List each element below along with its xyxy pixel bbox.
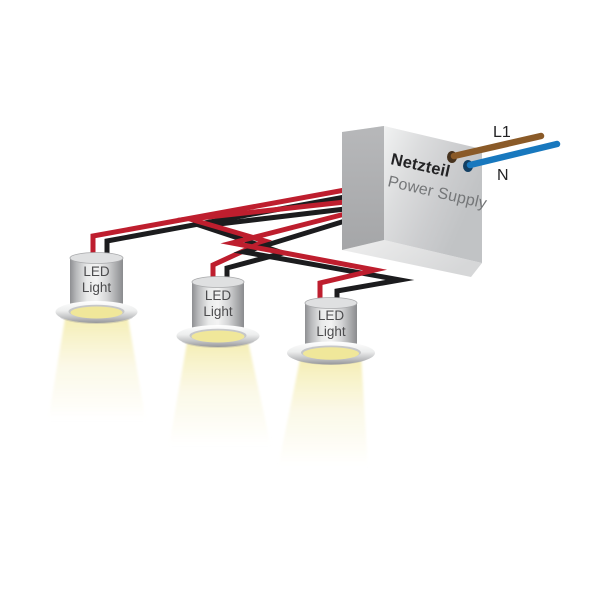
light-beam-3	[278, 355, 368, 467]
wire-positive-light2	[177, 199, 346, 284]
led-light-3: LED Light	[278, 297, 375, 467]
led-cylinder-top-3	[304, 297, 358, 309]
led-cylinder-1	[70, 258, 123, 308]
led-label-2-line1: LED	[205, 288, 232, 303]
led-light-2: LED Light	[169, 276, 271, 446]
led-label-3-line2: Light	[316, 324, 346, 339]
mains-wire-brown	[450, 132, 545, 160]
led-cylinder-top-2	[191, 276, 245, 288]
led-cylinder-top-1	[69, 252, 124, 264]
led-cylinder-2	[192, 282, 244, 332]
led-cylinder-3	[305, 303, 357, 349]
led-label-3-line1: LED	[318, 308, 345, 323]
wire-positive-light3	[220, 211, 388, 305]
wire-positive-light1	[90, 187, 346, 260]
light-beam-2	[169, 337, 271, 446]
terminal-label-l1: L1	[493, 124, 511, 141]
led-label-1-line2: Light	[82, 280, 112, 295]
light-glow-1	[70, 306, 123, 319]
box-left-face	[342, 126, 384, 250]
mains-wire-blue	[466, 140, 561, 169]
wire-negative-light3	[233, 218, 415, 305]
box-front-face	[384, 126, 482, 263]
light-glow-3	[303, 347, 359, 360]
light-beam-1	[48, 313, 146, 421]
light-glow-2	[191, 330, 245, 343]
box-bottom-face	[342, 240, 482, 277]
terminal-label-n: N	[497, 167, 509, 184]
led-label-2-line2: Light	[203, 304, 233, 319]
led-label-1-line1: LED	[83, 264, 110, 279]
power-supply-box: Netzteil Power Supply L1 N	[342, 124, 561, 277]
led-light-1: LED Light	[48, 252, 146, 421]
